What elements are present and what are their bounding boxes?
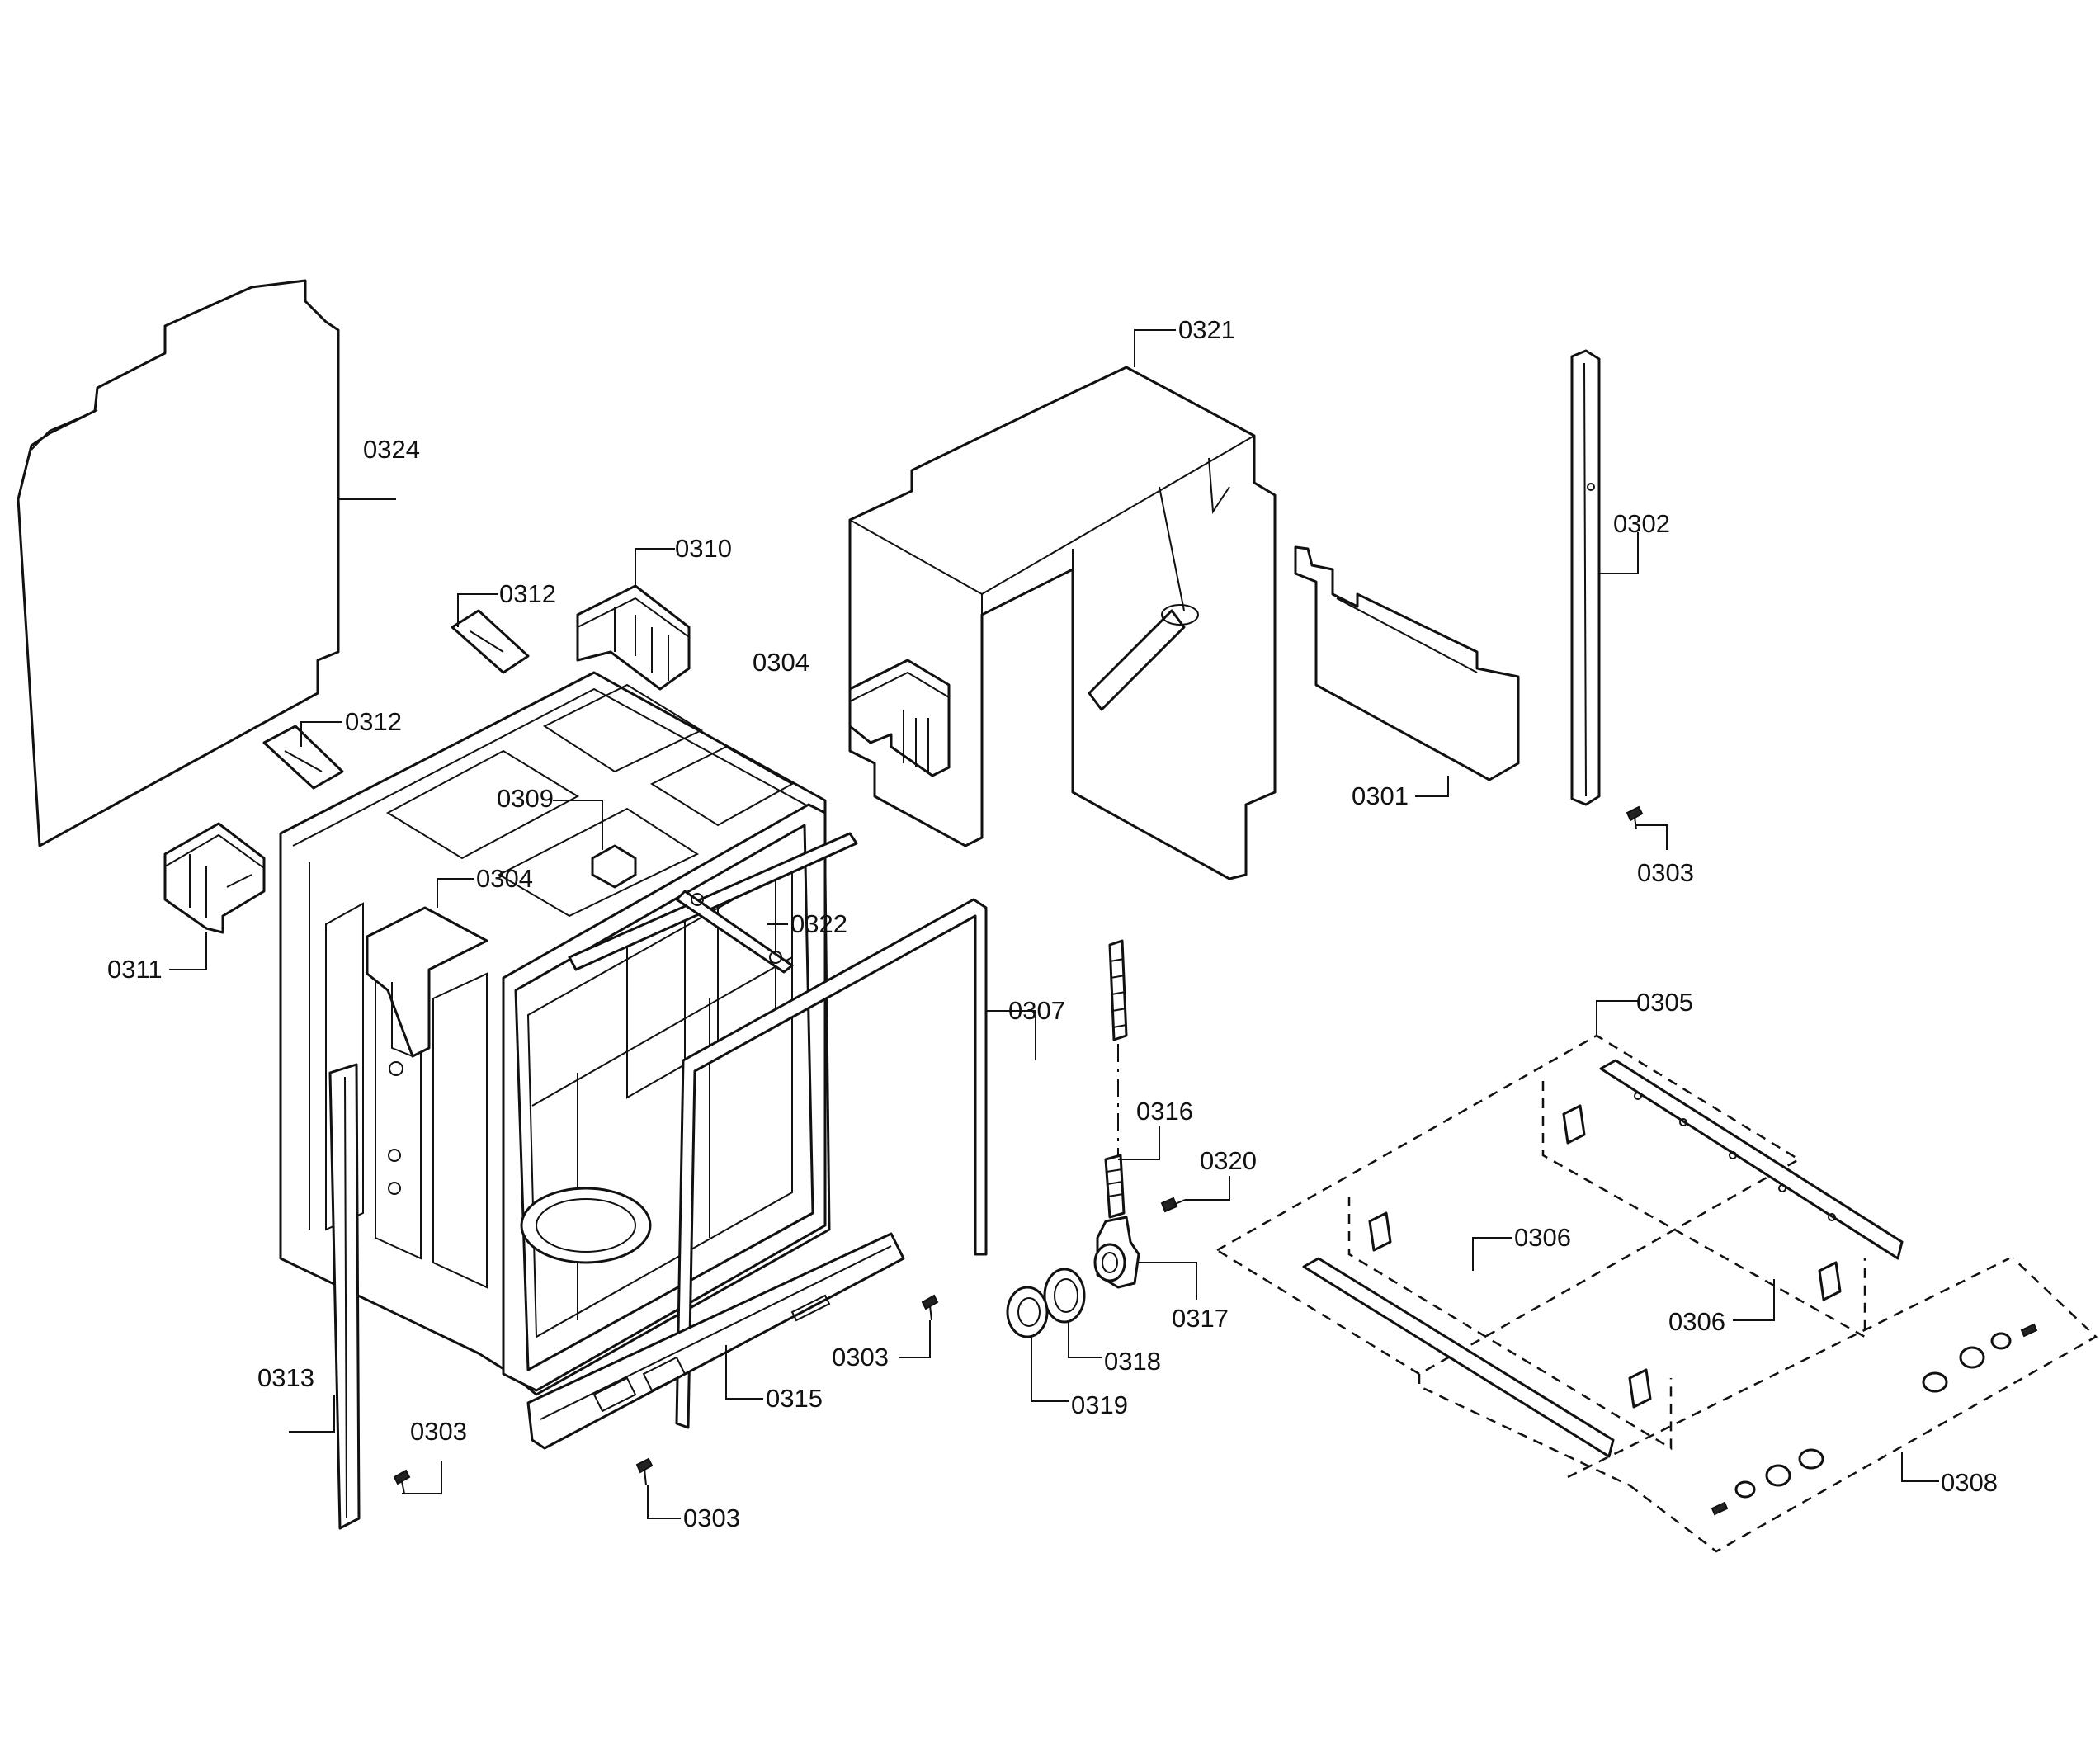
part-0303-screw-bottom [635,1457,654,1486]
part-0317-elbow [1093,1216,1140,1289]
callout-0304-tub: 0304 [476,864,533,893]
part-0321-top-cover [848,366,1277,880]
part-0322-rail [568,832,858,974]
part-0310-bracket [576,584,691,691]
callout-0319: 0319 [1071,1390,1128,1419]
callout-0303-bottom: 0303 [683,1504,740,1532]
callout-0307: 0307 [1008,996,1065,1025]
part-0308-feet [1711,1323,2038,1516]
callout-0320: 0320 [1200,1146,1257,1175]
callout-labels: 0324 0310 0312 0312 0309 0304 0304 0311 … [107,315,1998,1532]
part-0319-washer [1006,1286,1049,1338]
part-0303-screw-right [1626,805,1644,830]
part-0318-nut [1043,1268,1086,1324]
part-0313-side-strip [328,1063,361,1530]
callout-0303-left: 0303 [410,1417,467,1446]
callout-0309: 0309 [497,784,554,813]
callout-0311: 0311 [107,955,163,984]
base-frame-dashed-outline [1215,1034,2098,1553]
part-0312-pad-lower [262,725,344,790]
callout-0324: 0324 [363,435,420,464]
callout-0310: 0310 [675,534,732,563]
callout-0302: 0302 [1613,509,1670,538]
part-0301-panel [1294,545,1520,781]
callout-0312-lower: 0312 [345,707,402,736]
callout-0305: 0305 [1636,988,1693,1017]
part-0316-hose [1104,939,1128,1219]
part-0303-screw-left [393,1469,411,1494]
part-0302-vertical-rail [1570,349,1601,806]
part-0309-clip [591,844,637,889]
part-0307-door-gasket [675,898,988,1429]
part-0303-screw-center [921,1294,939,1321]
part-0306-clips [1368,1104,1842,1409]
callout-0301: 0301 [1352,781,1409,810]
callout-0303-right: 0303 [1637,858,1694,887]
leader-lines [169,329,1939,1519]
part-0315-base-plate [526,1232,905,1450]
callout-0316: 0316 [1136,1097,1193,1126]
part-0320-screw [1160,1197,1186,1213]
part-0304-cover-bracket [848,659,951,777]
part-0311-side-bracket [163,822,266,934]
callout-0303-center: 0303 [832,1343,889,1371]
callout-0313: 0313 [257,1363,314,1392]
callout-0321: 0321 [1178,315,1235,344]
part-0324-back-panel [17,279,340,847]
callout-0306-upper: 0306 [1514,1223,1571,1252]
callout-0304-cover: 0304 [753,648,809,677]
callout-0312-upper: 0312 [499,579,556,608]
part-0305-front-rail [1599,1059,1904,1260]
callout-0317: 0317 [1172,1304,1229,1333]
callout-0306-lower: 0306 [1668,1307,1725,1336]
part-0304-tub-bracket [366,906,488,1195]
part-0305-rear-rail [1302,1257,1615,1458]
callout-0315: 0315 [766,1384,823,1413]
callout-0318: 0318 [1104,1347,1161,1376]
callout-0308: 0308 [1941,1468,1998,1497]
part-0312-pad-upper [451,609,530,674]
callout-0322: 0322 [790,909,847,938]
